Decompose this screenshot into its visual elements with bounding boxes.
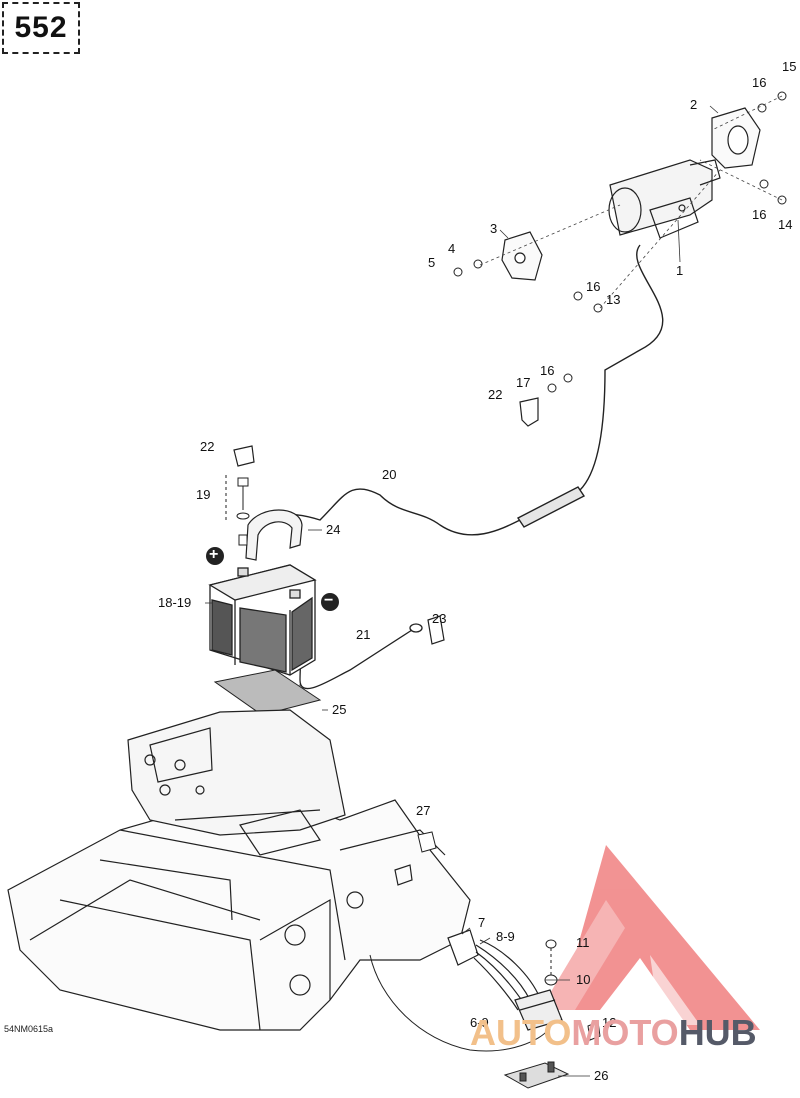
callout-4: 4 [448,241,456,256]
callout-11: 11 [576,935,590,950]
callout-21: 21 [356,627,371,642]
callout-15: 15 [782,59,797,74]
callout-16: 16 [752,207,767,222]
logo-part-moto: MOTO [571,1012,679,1053]
callout-25: 25 [332,702,347,717]
callout-8-9: 8-9 [496,929,515,944]
positive-cable [244,244,664,546]
callout-19: 19 [196,487,211,502]
callout-7: 7 [478,915,486,930]
vehicle-frame [7,709,549,1052]
callout-16: 16 [540,363,555,378]
battery-pad [213,669,322,716]
callout-18-19: 18-19 [158,595,192,610]
washers-10-11-12 [544,939,601,1041]
starter-bracket-rear [501,231,543,281]
callout-17: 17 [516,375,531,390]
hardware-bolts [453,91,787,393]
callout-23: 23 [432,611,447,626]
callout-6-9: 6-9 [470,1015,489,1030]
callout-5: 5 [428,255,436,270]
clip-27 [417,831,437,853]
battery [208,564,317,676]
callout-26: 26 [594,1068,609,1083]
logo-part-auto: AUTO [470,1012,572,1053]
callout-10: 10 [576,972,591,987]
polarity-symbols [206,547,339,611]
plus-symbol: + [209,546,219,563]
terminal-caps [233,397,539,645]
callout-16: 16 [752,75,767,90]
callout-leaders [205,105,719,1077]
callout-22: 22 [200,439,215,454]
cable-24 [245,509,303,561]
callout-12: 12 [602,1015,617,1030]
alignment-lines [275,95,783,830]
minus-symbol: − [324,592,334,609]
callout-1: 1 [676,263,684,278]
starter-motor [608,159,721,239]
callout-2: 2 [690,97,698,112]
watermark-logo: AUTOMOTOHUB [470,1012,757,1054]
callout-13: 13 [606,292,621,307]
callout-20: 20 [382,467,397,482]
callout-24: 24 [326,522,341,537]
logo-part-hub: HUB [678,1012,757,1053]
terminal-bolt [225,475,250,546]
page-number: 552 [14,11,68,44]
callout-27: 27 [416,803,431,818]
starter-bracket-top [711,107,761,169]
callout-22: 22 [488,387,503,402]
drawing-code: 54NM0615a [4,1024,54,1034]
callout-16: 16 [586,279,601,294]
connector-harness [447,929,563,1031]
callout-3: 3 [490,221,498,236]
callout-14: 14 [778,217,793,232]
watermark-triangle [540,845,760,1030]
pad-26 [503,1061,570,1089]
page-number-badge: 552 [2,2,80,54]
